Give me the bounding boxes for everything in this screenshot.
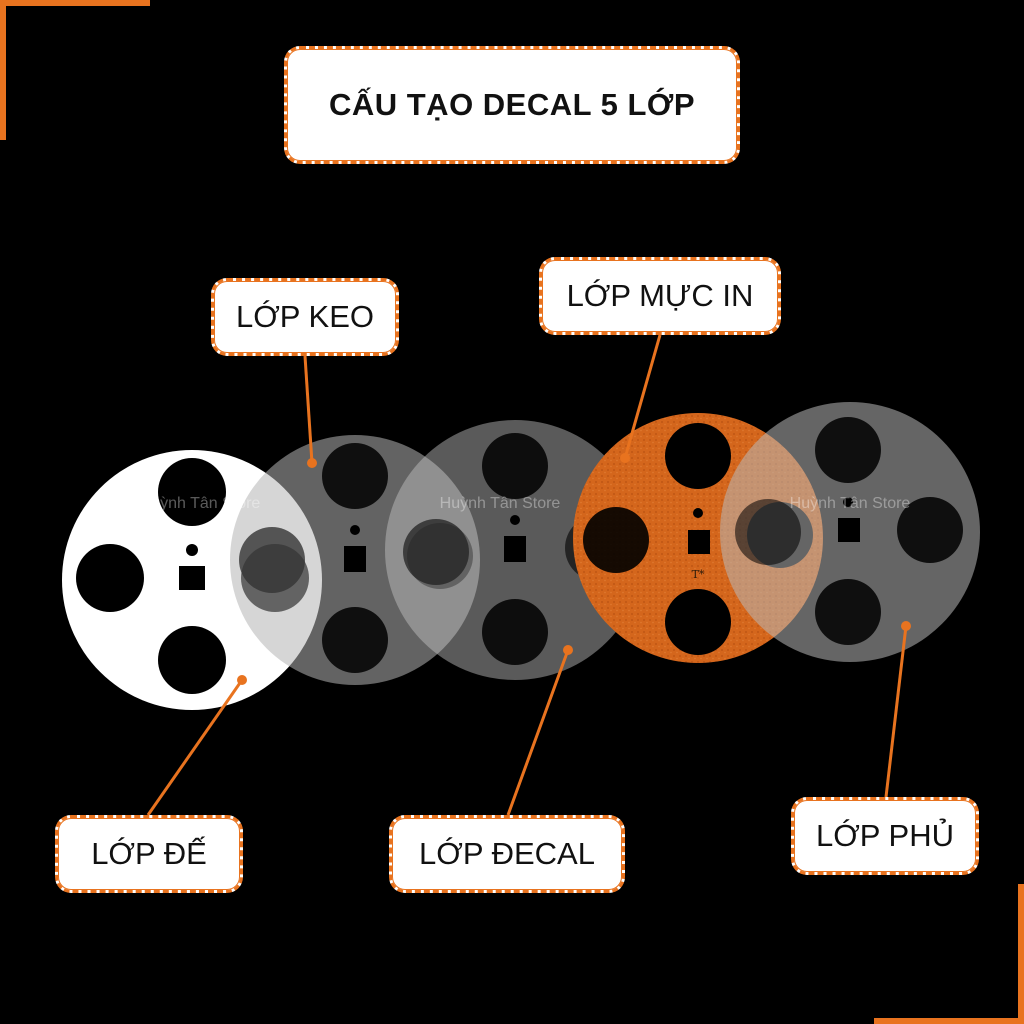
watermark: Huỳnh Tân Store (140, 495, 261, 512)
corner-accent-bottom-right (874, 884, 1024, 1024)
label-overlay-layer: LỚP PHỦ (791, 797, 979, 875)
page-title: CẤU TẠO DECAL 5 LỚP (284, 46, 740, 164)
label-base-layer: LỚP ĐẾ (55, 815, 243, 893)
watermark: Huỳnh Tân Store (790, 495, 911, 512)
label-decal-layer: LỚP ĐECAL (389, 815, 625, 893)
corner-accent-top-left (0, 0, 150, 140)
watermark: Huỳnh Tân Store (440, 495, 561, 512)
disc-mark: T* (692, 568, 705, 581)
leader-lines (146, 334, 911, 816)
disc-overlay-holes (735, 417, 963, 645)
label-adhesive-layer: LỚP KEO (211, 278, 399, 356)
label-ink-layer: LỚP MỰC IN (539, 257, 781, 335)
